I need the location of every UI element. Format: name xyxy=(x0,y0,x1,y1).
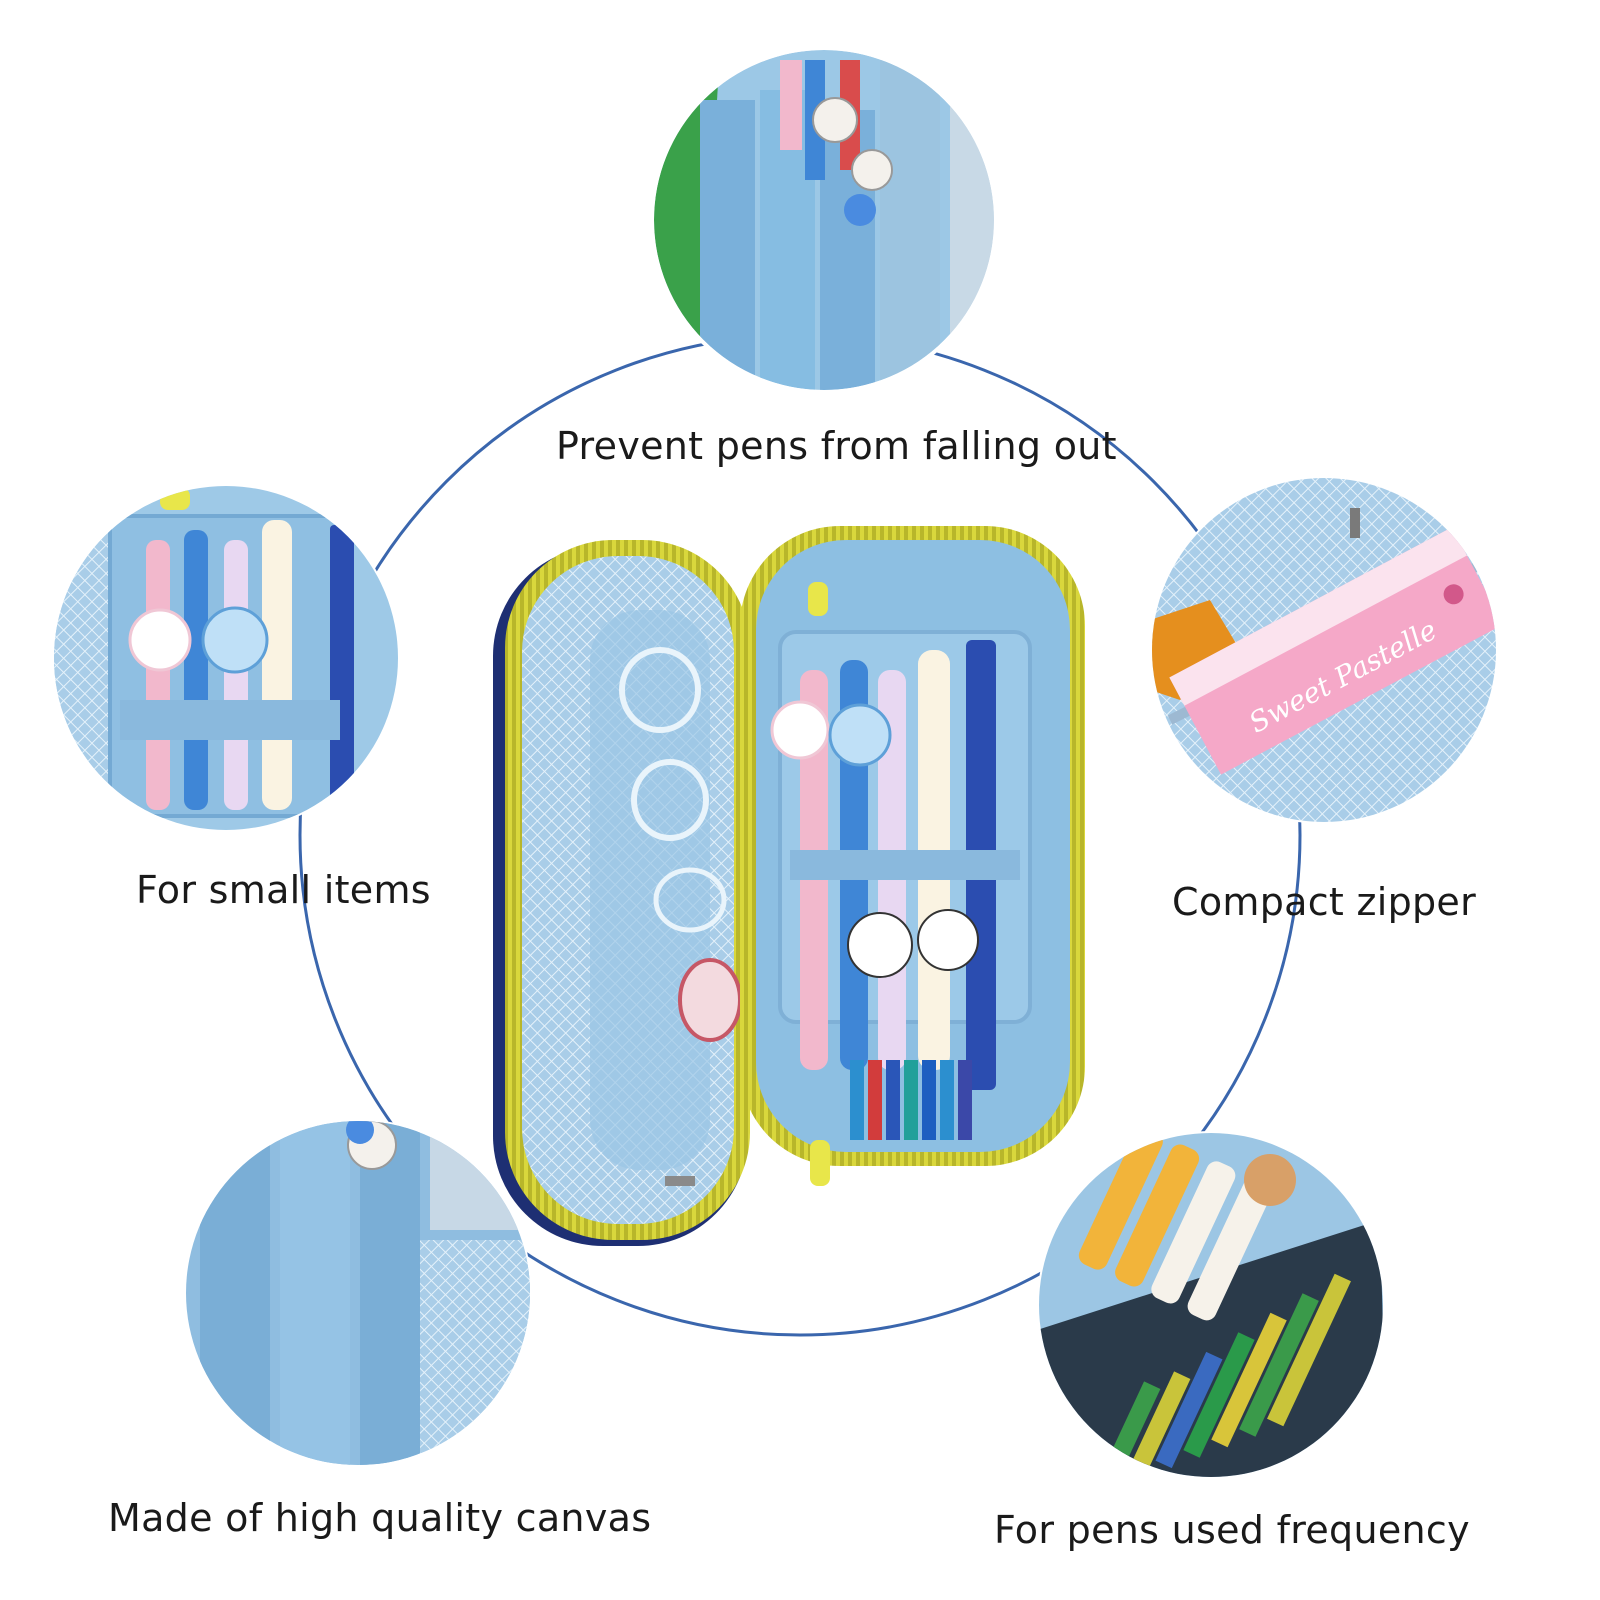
caption-prevent-pens: Prevent pens from falling out xyxy=(556,424,1117,468)
detail-photo-frequent-pens xyxy=(1037,1131,1385,1479)
pencil-case xyxy=(493,526,1085,1246)
caption-compact-zipper: Compact zipper xyxy=(1172,880,1477,924)
detail-photo-zipper: Sweet Pastelle xyxy=(1150,476,1498,824)
detail-photo-canvas xyxy=(184,1119,532,1467)
caption-frequent-pens: For pens used frequency xyxy=(994,1508,1470,1552)
caption-small-items: For small items xyxy=(136,868,431,912)
detail-photo-pen-slots xyxy=(650,46,998,394)
detail-photo-small-items xyxy=(52,484,400,832)
caption-canvas-quality: Made of high quality canvas xyxy=(108,1496,652,1540)
